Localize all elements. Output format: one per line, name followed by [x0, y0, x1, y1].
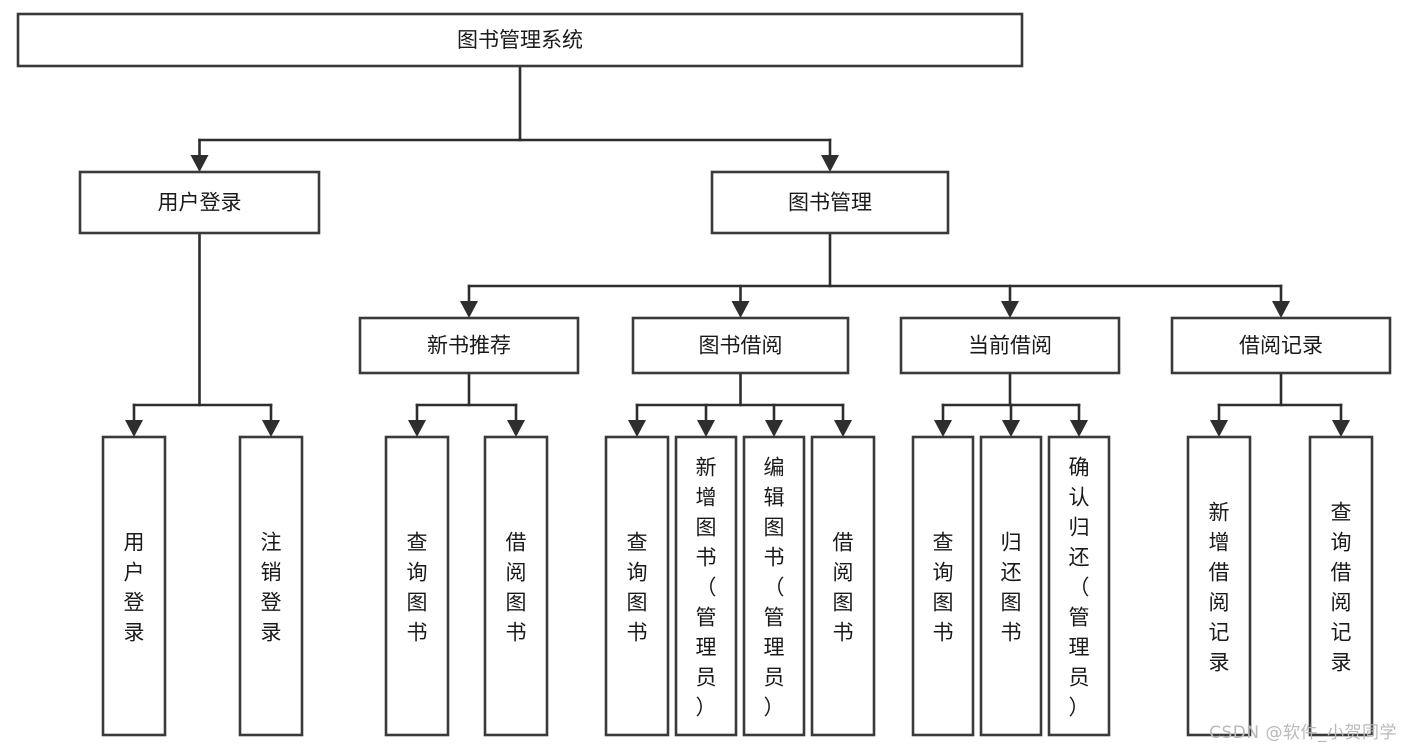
node-box-leaf-add-borrow-record — [1186, 435, 1252, 737]
arrow-head — [765, 420, 783, 437]
node-label-leaf-query-book-borrow: 查询图书 — [627, 530, 648, 644]
node-box-leaf-query-borrow-record — [1308, 435, 1374, 737]
node-label-borrow-record: 借阅记录 — [1239, 334, 1323, 358]
node-box-leaf-query-book-current — [911, 435, 975, 737]
node-leaf-query-book-borrow[interactable]: 查询图书 — [604, 435, 670, 737]
node-label-leaf-query-borrow-record: 查询借阅记录 — [1331, 500, 1352, 674]
node-label-leaf-add-borrow-record: 新增借阅记录 — [1209, 500, 1230, 674]
node-box-new-book-recommend — [358, 316, 580, 375]
node-label-leaf-borrow-book-recommend: 借阅图书 — [506, 530, 527, 644]
node-box-leaf-logout — [238, 435, 304, 737]
node-label-leaf-logout: 注销登录 — [261, 530, 282, 644]
csdn-watermark: CSDN @软件_小贺同学 — [1209, 723, 1397, 743]
arrow-head — [262, 420, 280, 437]
node-leaf-query-book-current[interactable]: 查询图书 — [911, 435, 975, 737]
node-box-current-borrow — [899, 316, 1121, 375]
node-box-book-management — [710, 170, 950, 235]
arrow-head — [731, 301, 750, 318]
node-leaf-return-book[interactable]: 归还图书 — [979, 435, 1043, 737]
connector-group-current-borrow — [934, 371, 1088, 437]
node-box-user-login — [78, 170, 321, 235]
node-label-leaf-query-book-recommend: 查询图书 — [407, 530, 428, 644]
node-label-leaf-add-book: 新增图书（管理员） — [696, 455, 717, 719]
connector-group-new-book-recommend — [408, 371, 525, 437]
node-book-borrow[interactable]: 图书借阅 — [631, 316, 850, 375]
node-user-login[interactable]: 用户登录 — [78, 170, 321, 235]
arrow-head — [1001, 301, 1019, 318]
node-label-book-management: 图书管理 — [788, 191, 872, 215]
node-new-book-recommend[interactable]: 新书推荐 — [358, 316, 580, 375]
node-box-leaf-borrow-book — [810, 435, 876, 737]
node-borrow-record[interactable]: 借阅记录 — [1170, 316, 1392, 375]
node-label-leaf-confirm-return: 确认归还（管理员） — [1069, 455, 1090, 719]
node-label-leaf-query-book-current: 查询图书 — [933, 530, 954, 644]
node-label-leaf-edit-book: 编辑图书（管理员） — [764, 455, 785, 719]
arrow-head — [934, 420, 952, 437]
connector-group-book-borrow — [628, 371, 852, 437]
node-label-book-borrow: 图书借阅 — [699, 334, 783, 358]
arrow-head — [1070, 420, 1088, 437]
node-leaf-logout[interactable]: 注销登录 — [238, 435, 304, 737]
arrow-head — [628, 420, 646, 437]
node-leaf-confirm-return[interactable]: 确认归还（管理员） — [1047, 435, 1111, 737]
arrow-head — [1210, 420, 1228, 437]
node-box-leaf-return-book — [979, 435, 1043, 737]
connector-group-root — [190, 64, 839, 172]
arrow-head — [190, 155, 209, 172]
node-label-root: 图书管理系统 — [457, 28, 583, 52]
arrow-head — [697, 420, 715, 437]
node-leaf-borrow-book-recommend[interactable]: 借阅图书 — [483, 435, 549, 737]
node-box-leaf-add-book — [674, 435, 738, 737]
node-label-user-login: 用户登录 — [158, 191, 242, 215]
arrow-head — [507, 420, 525, 437]
arrow-head — [408, 420, 426, 437]
node-box-leaf-confirm-return — [1047, 435, 1111, 737]
node-current-borrow[interactable]: 当前借阅 — [899, 316, 1121, 375]
node-box-root — [16, 12, 1024, 68]
arrow-head — [1332, 420, 1350, 437]
node-leaf-query-book-recommend[interactable]: 查询图书 — [384, 435, 450, 737]
arrow-head — [1272, 301, 1290, 318]
node-label-leaf-user-login: 用户登录 — [124, 530, 145, 644]
node-label-current-borrow: 当前借阅 — [968, 334, 1052, 358]
node-leaf-add-borrow-record[interactable]: 新增借阅记录 — [1186, 435, 1252, 737]
arrow-head — [460, 301, 478, 318]
node-box-leaf-query-book-recommend — [384, 435, 450, 737]
node-box-leaf-query-book-borrow — [604, 435, 670, 737]
node-leaf-user-login[interactable]: 用户登录 — [101, 435, 167, 737]
node-box-leaf-borrow-book-recommend — [483, 435, 549, 737]
node-box-leaf-user-login — [101, 435, 167, 737]
node-label-new-book-recommend: 新书推荐 — [427, 334, 511, 358]
node-leaf-add-book[interactable]: 新增图书（管理员） — [674, 435, 738, 737]
node-label-leaf-borrow-book: 借阅图书 — [833, 530, 854, 644]
connector-layer — [125, 64, 1350, 437]
connector-group-book-management — [460, 231, 1290, 318]
arrow-head — [821, 155, 839, 172]
arrow-head — [125, 420, 143, 437]
node-root[interactable]: 图书管理系统 — [16, 12, 1024, 68]
node-leaf-edit-book[interactable]: 编辑图书（管理员） — [742, 435, 806, 737]
connector-group-borrow-record — [1210, 371, 1350, 437]
arrow-head — [1002, 420, 1020, 437]
node-box-borrow-record — [1170, 316, 1392, 375]
connector-group-user-login — [125, 231, 280, 437]
node-leaf-query-borrow-record[interactable]: 查询借阅记录 — [1308, 435, 1374, 737]
node-box-book-borrow — [631, 316, 850, 375]
node-label-leaf-return-book: 归还图书 — [1001, 530, 1022, 644]
node-layer: 图书管理系统用户登录图书管理新书推荐图书借阅当前借阅借阅记录用户登录注销登录查询… — [16, 12, 1392, 737]
arrow-head — [834, 420, 852, 437]
node-book-management[interactable]: 图书管理 — [710, 170, 950, 235]
node-leaf-borrow-book[interactable]: 借阅图书 — [810, 435, 876, 737]
node-box-leaf-edit-book — [742, 435, 806, 737]
